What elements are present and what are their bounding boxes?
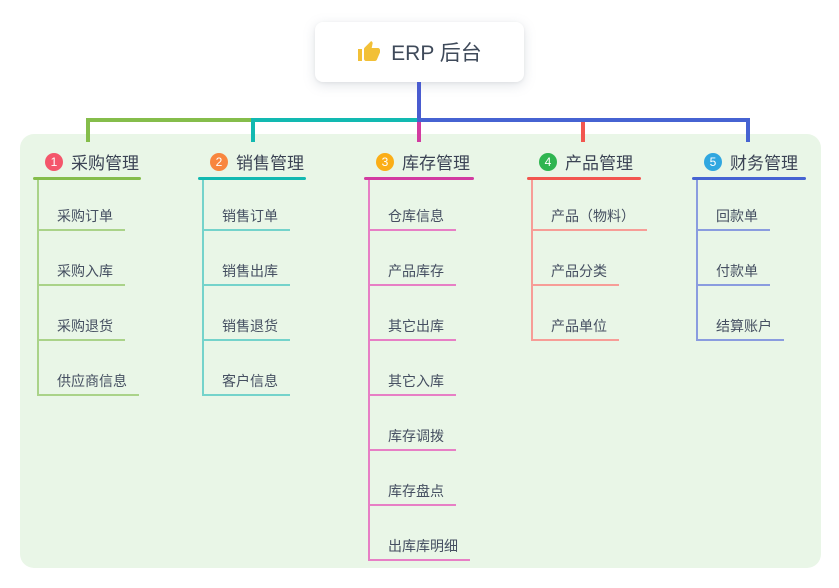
bus-drop-stub-branch-1 (86, 122, 90, 142)
child-item[interactable]: 产品（物料） (531, 203, 647, 231)
child-item[interactable]: 产品单位 (531, 313, 619, 341)
branch-underline (33, 177, 141, 180)
child-item[interactable]: 结算账户 (696, 313, 784, 341)
branch-badge-2: 2 (210, 152, 228, 171)
branch-label: 销售管理 (236, 154, 304, 173)
branch-vertical-line (531, 180, 533, 341)
bus-segment-branch-5 (417, 118, 750, 122)
thumbs-up-icon (358, 41, 381, 61)
branches-background-panel (20, 134, 821, 568)
branch-underline (527, 177, 641, 180)
branch-label: 财务管理 (730, 154, 798, 173)
child-item[interactable]: 采购订单 (37, 203, 125, 231)
bus-segment-branch-1 (86, 118, 253, 122)
root-node[interactable]: ERP 后台 (315, 22, 524, 82)
branch-vertical-line (368, 180, 370, 561)
child-item[interactable]: 其它出库 (368, 313, 456, 341)
child-item[interactable]: 仓库信息 (368, 203, 456, 231)
root-trunk-line (417, 82, 421, 122)
branch-header-2[interactable]: 2 销售管理 (198, 146, 306, 177)
branch-label: 采购管理 (71, 154, 139, 173)
child-item[interactable]: 采购入库 (37, 258, 125, 286)
branch-label: 产品管理 (565, 154, 633, 173)
branch-vertical-line (696, 180, 698, 341)
branch-underline (364, 177, 474, 180)
child-item[interactable]: 采购退货 (37, 313, 125, 341)
child-item[interactable]: 其它入库 (368, 368, 456, 396)
branch-underline (198, 177, 306, 180)
branch-underline (692, 177, 806, 180)
child-item[interactable]: 产品库存 (368, 258, 456, 286)
child-item[interactable]: 客户信息 (202, 368, 290, 396)
branch-label: 库存管理 (402, 154, 470, 173)
child-item[interactable]: 销售订单 (202, 203, 290, 231)
branch-header-4[interactable]: 4 产品管理 (527, 146, 641, 177)
branch-vertical-line (37, 180, 39, 396)
bus-drop-stub-branch-3 (417, 122, 421, 142)
child-item[interactable]: 销售退货 (202, 313, 290, 341)
child-item[interactable]: 出库库明细 (368, 533, 470, 561)
branch-badge-3: 3 (376, 152, 394, 171)
child-item[interactable]: 付款单 (696, 258, 770, 286)
bus-drop-stub-branch-2 (251, 122, 255, 142)
bus-drop-stub-branch-4 (581, 122, 585, 142)
branch-vertical-line (202, 180, 204, 396)
child-item[interactable]: 供应商信息 (37, 368, 139, 396)
child-item[interactable]: 销售出库 (202, 258, 290, 286)
branch-header-5[interactable]: 5 财务管理 (692, 146, 806, 177)
bus-segment-branch-2 (251, 118, 419, 122)
branch-badge-4: 4 (539, 152, 557, 171)
branch-badge-5: 5 (704, 152, 722, 171)
child-item[interactable]: 回款单 (696, 203, 770, 231)
child-item[interactable]: 库存调拨 (368, 423, 456, 451)
branch-header-3[interactable]: 3 库存管理 (364, 146, 474, 177)
root-title: ERP 后台 (391, 42, 482, 65)
branch-header-1[interactable]: 1 采购管理 (33, 146, 141, 177)
child-item[interactable]: 库存盘点 (368, 478, 456, 506)
branch-badge-1: 1 (45, 152, 63, 171)
bus-drop-stub-branch-5 (746, 122, 750, 142)
child-item[interactable]: 产品分类 (531, 258, 619, 286)
